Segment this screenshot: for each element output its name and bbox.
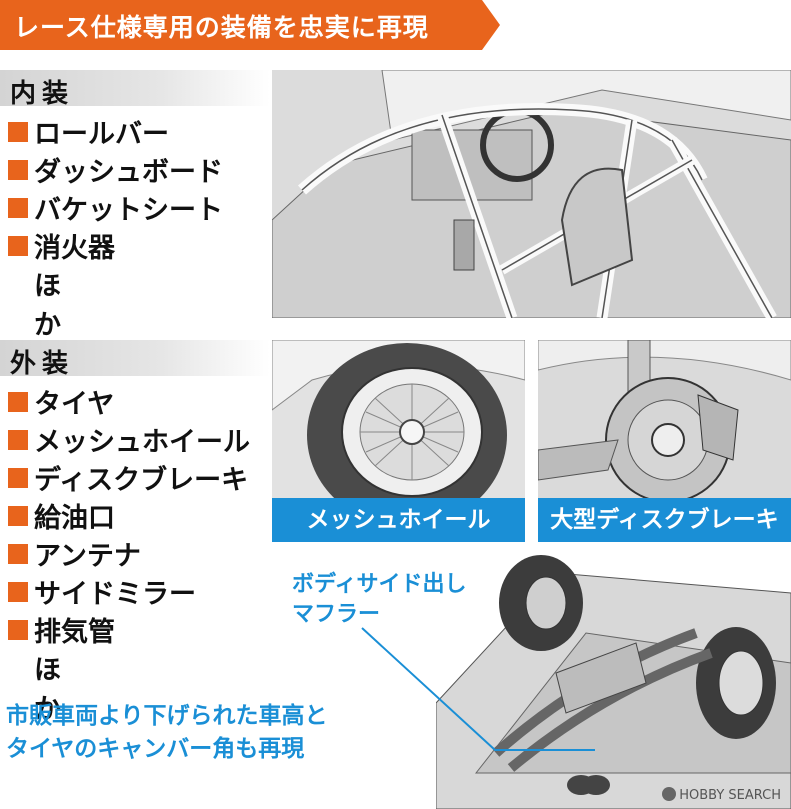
exterior-heading-bar: 外装 [0, 340, 270, 379]
mesh-wheel-caption: メッシュホイール [272, 498, 525, 542]
exterior-heading: 外装 [10, 349, 75, 379]
banner-title: レース仕様専用の装備を忠実に再現 [14, 13, 429, 42]
title-banner: レース仕様専用の装備を忠実に再現 [0, 0, 500, 50]
bullet-square-icon [8, 122, 28, 142]
interior-heading: 内装 [10, 79, 75, 109]
bullet-square-icon [8, 506, 28, 526]
watermark: HOBBY SEARCH [662, 787, 781, 803]
bullet-square-icon [8, 392, 28, 412]
muffler-callout: ボディサイド出し マフラー [292, 570, 466, 630]
bullet-square-icon [8, 582, 28, 602]
callout-line-2: マフラー [292, 602, 381, 627]
interior-rollcage-image [272, 70, 791, 318]
interior-heading-bar: 内装 [0, 70, 270, 109]
callout-line-1: ボディサイド出し [292, 572, 467, 597]
note-line-1: 市販車両より下げられた車高と [6, 703, 328, 729]
bullet-square-icon [8, 236, 28, 256]
bullet-square-icon [8, 160, 28, 180]
bullet-square-icon [8, 544, 28, 564]
hobby-search-logo-icon [662, 787, 677, 801]
bullet-square-icon [8, 620, 28, 640]
banner-arrow-shape [0, 0, 500, 50]
bullet-square-icon [8, 198, 28, 218]
bullet-square-icon [8, 430, 28, 450]
bullet-square-icon [8, 468, 28, 488]
note-line-2: タイヤのキャンバー角も再現 [6, 736, 305, 762]
disc-brake-caption: 大型ディスクブレーキ [538, 498, 791, 542]
bottom-note: 市販車両より下げられた車高と タイヤのキャンバー角も再現 [6, 700, 406, 766]
